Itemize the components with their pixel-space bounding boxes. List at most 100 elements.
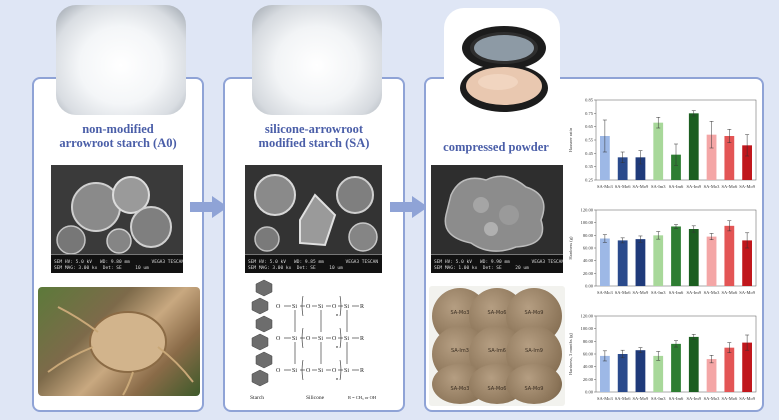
bar: [600, 136, 610, 180]
sa-title-line2: modified starch (SA): [258, 136, 370, 150]
y-axis-label: Hardness, 3 months (g): [568, 333, 574, 375]
tablet-label: SA-Mo6: [487, 386, 507, 392]
diagram-n-3: n: [336, 376, 339, 381]
diagram-si-5: Si: [318, 336, 323, 342]
diagram-o-2: O: [306, 304, 311, 310]
diagram-o-4: O: [276, 336, 281, 342]
x-tick-label: SA-Mo3: [704, 184, 721, 189]
cp-sem-agglomerate: [431, 165, 563, 255]
x-tick-label: SA-Mo6: [721, 184, 738, 189]
tablet-grid: SA-Mo3 SA-Mo6 SA-Mo9 SA-Im3 SA-Im6 SA-Im…: [429, 286, 565, 406]
y-tick-label: 120.00: [581, 314, 594, 319]
y-tick-label: 20.00: [583, 377, 594, 382]
y-tick-label: 100.00: [581, 220, 594, 225]
y-tick-label: 100.00: [581, 326, 594, 331]
diagram-starch-label: Starch: [250, 395, 264, 401]
x-tick-label: SA-Im3: [651, 396, 666, 401]
diagram-r-3: R: [360, 368, 364, 374]
x-tick-label: SA-Mo9: [633, 396, 650, 401]
y-tick-label: 0.65: [585, 124, 594, 129]
cp-sem-image: SEM HV: 5.0 kV WD: 9.90 mm VEGA3 TESCAN …: [431, 165, 563, 273]
x-tick-label: SA-Im9: [687, 290, 702, 295]
diagram-o-5: O: [306, 336, 311, 342]
tablet-label: SA-Im3: [451, 348, 469, 354]
x-tick-label: SA-Im9: [687, 184, 702, 189]
diagram-silicone-label: Silicone: [306, 395, 325, 401]
x-tick-label: SA-Mo6: [615, 396, 632, 401]
x-tick-label: SA-Mo9: [739, 396, 756, 401]
bar: [635, 157, 646, 180]
tablet-label: SA-Mo9: [524, 386, 544, 392]
a0-powder-image: [56, 5, 186, 115]
cp-sem-footer-bar: [431, 254, 563, 273]
x-tick-label: SA-Mo6: [615, 290, 632, 295]
bar: [724, 347, 735, 392]
bar: [706, 134, 717, 180]
tablet-label: SA-Mo6: [487, 310, 507, 316]
x-tick-label: SA-Mo6: [615, 184, 632, 189]
y-tick-label: 0.55: [585, 138, 594, 143]
diagram-si-8: Si: [318, 368, 323, 374]
y-tick-label: 120.00: [581, 208, 594, 213]
y-tick-label: 0.00: [585, 390, 594, 395]
a0-title-line2: arrowroot starch (A0): [59, 136, 177, 150]
tablet-label: SA-Im6: [488, 348, 506, 354]
y-tick-label: 60.00: [583, 352, 594, 357]
diagram-o-9: O: [332, 368, 337, 374]
bar: [742, 240, 752, 286]
bar: [706, 359, 717, 392]
diagram-si-4: Si: [292, 336, 297, 342]
a0-sem-image: SEM HV: 5.0 kV WD: 9.80 mm VEGA3 TESCAN …: [51, 165, 183, 273]
y-tick-label: 80.00: [583, 339, 594, 344]
y-axis-label: Hardness (g): [568, 236, 573, 260]
bar: [671, 343, 681, 392]
diagram-o-7: O: [276, 368, 281, 374]
x-tick-label: SA-Mo9: [633, 184, 650, 189]
bar: [635, 239, 646, 286]
bar: [688, 336, 699, 392]
diagram-si-3: Si: [344, 304, 349, 310]
bar: [617, 240, 628, 286]
bar: [653, 235, 664, 286]
bar: [617, 157, 628, 180]
bar: [742, 342, 752, 392]
bar: [635, 350, 646, 392]
sa-title-line1: silicone-arrowroot: [264, 122, 364, 136]
sa-sem-footer: SEM HV: 5.0 kV WD: 9.85 mm VEGA3 TESCAN …: [248, 260, 379, 271]
a0-sem-footer-bar: [51, 254, 183, 273]
y-tick-label: 40.00: [583, 364, 594, 369]
x-tick-label: SA-Mo3: [597, 290, 614, 295]
x-tick-label: SA-Im6: [669, 396, 684, 401]
x-tick-label: SA-Im6: [669, 184, 684, 189]
diagram-o-8: O: [306, 368, 311, 374]
bar: [671, 154, 681, 180]
hardness-3-months-chart: 0.00 20.00 40.00 60.00 80.00 100.00 120.00Hard…: [568, 314, 757, 401]
a0-root-shape: [47, 306, 194, 396]
bar: [617, 354, 628, 392]
y-tick-label: 0.25: [585, 178, 594, 183]
diagram-si-6: Si: [344, 336, 349, 342]
diagram-o-6: O: [332, 336, 337, 342]
sa-powder-image: [252, 5, 382, 115]
sa-sem-image: SEM HV: 5.0 kV WD: 9.85 mm VEGA3 TESCAN …: [245, 165, 382, 273]
cp-sem-footer: SEM HV: 5.0 kV WD: 9.90 mm VEGA3 TESCAN …: [434, 260, 563, 271]
diagram-o-1: O: [276, 304, 281, 310]
x-tick-label: SA-Mo9: [739, 184, 756, 189]
tablet-label: SA-Mo3: [450, 310, 470, 316]
x-tick-label: SA-Im6: [669, 290, 684, 295]
diagram-si-7: Si: [292, 368, 297, 374]
diagram-r-definition: R = CH₃ or OH: [348, 395, 377, 400]
a0-title: non-modified arrowroot starch (A0): [34, 122, 202, 150]
compact-photo: [444, 8, 560, 130]
diagram-r-1: R: [360, 304, 364, 310]
y-tick-label: 40.00: [583, 258, 594, 263]
sa-sem-footer-bar: [245, 254, 382, 273]
diagram-o-3: O: [332, 304, 337, 310]
sa-title: silicone-arrowroot modified starch (SA): [225, 122, 403, 150]
y-tick-label: 0.75: [585, 111, 594, 116]
bar: [653, 355, 664, 392]
compact-icon: [460, 26, 548, 112]
x-tick-label: SA-Mo3: [597, 396, 614, 401]
silicone-starch-diagram: O Si O Si O Si R n O Si O Si O Si R n O …: [250, 279, 377, 401]
bar: [600, 355, 610, 392]
